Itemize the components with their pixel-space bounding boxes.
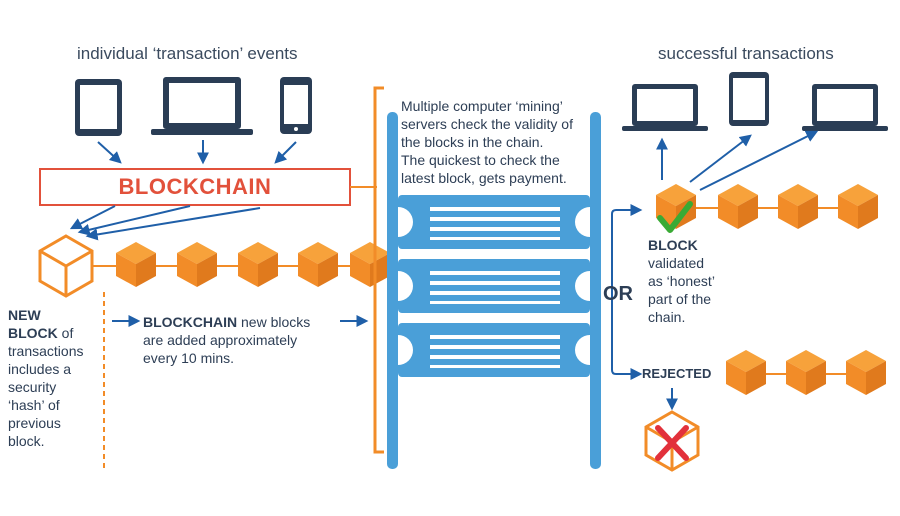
- mining-bracket: [373, 86, 384, 454]
- chain-note-line3: every 10 mins.: [143, 350, 235, 366]
- tablet-icon: [729, 72, 769, 126]
- cross-icon: [655, 425, 689, 461]
- success-arrows: [656, 130, 819, 191]
- mining-line: servers check the validity of: [401, 116, 573, 132]
- new-block-line: ‘hash’ of: [8, 397, 60, 413]
- validated-chain: [656, 184, 878, 229]
- laptop-icon: [622, 84, 708, 131]
- mining-line: latest block, gets payment.: [401, 170, 567, 186]
- new-block-title: NEW: [8, 307, 41, 323]
- new-block-line: block.: [8, 433, 45, 449]
- cube-icon: [778, 184, 818, 229]
- mining-line: Multiple computer ‘mining’: [401, 98, 563, 114]
- cube-icon: [177, 242, 217, 287]
- new-block-description: NEW BLOCK of transactions includes a sec…: [8, 306, 103, 450]
- validated-description: BLOCK validated as ‘honest’ part of the …: [648, 236, 758, 326]
- laptop-icon: [802, 84, 888, 131]
- chain-note: BLOCKCHAIN new blocks are added approxim…: [143, 313, 343, 367]
- rejected-label: REJECTED: [642, 366, 712, 381]
- cube-icon: [846, 350, 886, 395]
- validated-line: as ‘honest’: [648, 273, 715, 289]
- blockchain-label: BLOCKCHAIN: [118, 174, 272, 199]
- chain-note-line-1: BLOCKCHAIN new blocks: [143, 313, 343, 331]
- server-icon: [398, 323, 590, 377]
- blockchain-cubes-left: [92, 242, 390, 287]
- cube-icon: [726, 350, 766, 395]
- cube-icon: [116, 242, 156, 287]
- cube-icon: [838, 184, 878, 229]
- rack-rail-left: [387, 112, 398, 469]
- blockchain-box: [39, 168, 351, 206]
- validated-line: validated: [648, 255, 705, 271]
- cube-icon: [350, 242, 390, 287]
- phone-icon: [280, 77, 312, 134]
- right-heading: successful transactions: [658, 44, 834, 63]
- server-icon: [398, 259, 590, 313]
- new-block-cube-icon: [38, 234, 94, 298]
- server-icon: [398, 195, 590, 249]
- validated-title: BLOCK: [648, 237, 698, 253]
- new-block-line: security: [8, 379, 57, 395]
- new-block-line-1: BLOCK of: [8, 325, 74, 341]
- checkmark-icon: [657, 201, 693, 233]
- validated-line: part of the: [648, 291, 712, 307]
- chain-to-block-arrows: [69, 205, 261, 241]
- chain-note-line1: new blocks: [241, 314, 311, 330]
- mining-text: Multiple computer ‘mining’ servers check…: [401, 97, 591, 187]
- chain-note-title: BLOCKCHAIN: [143, 314, 238, 330]
- rejected-chain: [726, 350, 886, 395]
- cube-icon: [298, 242, 338, 287]
- mining-line: the blocks in the chain.: [401, 134, 544, 150]
- tablet-icon: [75, 79, 122, 136]
- decision-bracket: [611, 204, 643, 380]
- rack-rail-right: [590, 112, 601, 469]
- device-arrows: [97, 140, 297, 165]
- chain-note-line2: are added approximately: [143, 332, 298, 348]
- laptop-icon: [151, 77, 253, 135]
- cube-icon: [786, 350, 826, 395]
- new-block-line: transactions: [8, 343, 84, 359]
- cube-icon: [718, 184, 758, 229]
- validated-line: chain.: [648, 309, 686, 325]
- new-block-line: previous: [8, 415, 61, 431]
- left-heading: individual ‘transaction’ events: [77, 44, 298, 63]
- cube-icon: [238, 242, 278, 287]
- mining-line: The quickest to check the: [401, 152, 560, 168]
- or-label: OR: [603, 283, 633, 305]
- new-block-line: includes a: [8, 361, 72, 377]
